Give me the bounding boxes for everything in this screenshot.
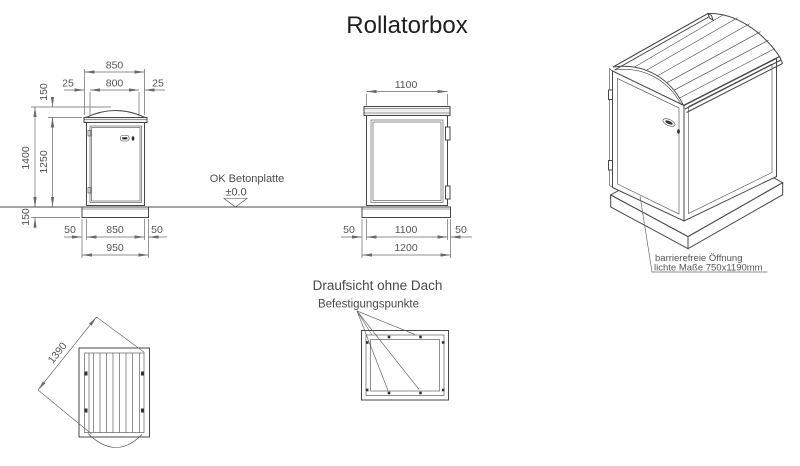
side-body	[366, 115, 448, 206]
roof-plan-outer	[78, 347, 150, 438]
side-hinge-top	[445, 126, 451, 141]
side-roof-slab	[363, 106, 451, 116]
datum-label: OK Betonplatte	[210, 173, 285, 185]
datum-symbol	[223, 198, 248, 208]
roof-plan-tick-2	[84, 408, 88, 413]
roof-plan-tick-3	[141, 371, 144, 376]
plan-view-sublabel: Befestigungspunkte	[318, 299, 419, 311]
iso-note-line1: barrierefreie Öffnung	[655, 253, 743, 264]
front-extension-lines	[31, 69, 149, 258]
dim-line-1390	[37, 316, 97, 391]
door-handle	[120, 135, 130, 142]
iso-hinge-bottom	[608, 160, 613, 171]
plan-view-heading: Draufsicht ohne Dach	[313, 278, 443, 293]
front-body	[86, 122, 145, 206]
roof-plan-panel-lines	[88, 353, 140, 433]
front-hinge-top	[87, 130, 92, 137]
roof-plan-extension-lines	[37, 316, 145, 435]
fixing-point	[365, 341, 369, 344]
front-roof-arc	[85, 110, 146, 118]
roof-plan-tick-1	[84, 371, 88, 376]
datum-annotation: OK Betonplatte ±0.0	[210, 173, 285, 208]
roof-plan-arc	[87, 433, 143, 448]
iso-door-handle	[662, 118, 676, 127]
dim-850-bottom: 850	[106, 224, 124, 236]
dim-1400: 1400	[20, 146, 32, 170]
dim-850-top: 850	[106, 60, 124, 72]
side-base-plate	[361, 206, 451, 218]
dim-150-roof: 150	[38, 83, 50, 101]
front-door-frame	[89, 125, 142, 203]
roof-plan-view: 1390	[37, 316, 150, 448]
side-extension-lines	[361, 94, 451, 258]
roof-plan-inner	[84, 352, 145, 433]
dim-50-right: 50	[151, 224, 163, 236]
dim-150-base: 150	[20, 208, 32, 226]
roof-plan-tick-4	[141, 408, 144, 413]
fixing-point	[419, 335, 422, 339]
dim-50-left-side: 50	[343, 224, 355, 236]
fixing-point	[365, 388, 369, 392]
front-base-plate	[81, 206, 149, 218]
fixing-point-leaders	[356, 310, 420, 391]
side-hinge-bottom	[445, 185, 451, 200]
fixing-points	[365, 335, 445, 395]
plan-outer-rect	[361, 330, 449, 401]
iso-roof-panel-lines	[614, 14, 775, 106]
side-roof-slab-lines	[364, 108, 450, 114]
iso-base-edge-line	[613, 183, 781, 237]
fixing-point	[387, 391, 391, 395]
front-roof-slab	[83, 117, 148, 123]
iso-door-lock	[677, 129, 680, 134]
fixing-point	[441, 388, 445, 392]
iso-left-post	[609, 67, 613, 189]
front-door-panel	[91, 127, 141, 202]
fixing-point	[387, 335, 391, 339]
dim-1100-top: 1100	[395, 79, 418, 91]
dim-1250: 1250	[38, 150, 50, 174]
fixing-point	[419, 391, 422, 395]
fixing-point	[441, 341, 445, 344]
plan-frame-inner	[370, 339, 440, 392]
iso-hinge-top	[608, 89, 613, 100]
page-title: Rollatorbox	[346, 12, 467, 39]
iso-note-line2: lichte Maße 750x1190mm	[654, 263, 763, 274]
dim-50-left: 50	[64, 224, 76, 236]
dim-50-right-side: 50	[455, 224, 467, 236]
side-panel-inner	[372, 121, 442, 201]
iso-door-frame	[617, 78, 680, 215]
iso-side-frame	[688, 63, 773, 214]
front-view: 850 25 800 25 150 1400 1250 150 50 850 5…	[20, 60, 167, 258]
iso-note-leader	[639, 195, 768, 273]
dim-1100-bottom: 1100	[395, 224, 418, 236]
side-panel-frame	[370, 119, 444, 203]
datum-value: ±0.0	[225, 187, 246, 199]
plan-view: Draufsicht ohne Dach Befestigungspunkte	[313, 278, 449, 401]
iso-door-handle-grip	[665, 120, 673, 125]
door-lock	[131, 136, 135, 141]
iso-roof-rails	[612, 12, 783, 113]
dim-1200: 1200	[394, 242, 418, 254]
plan-frame-outer	[365, 334, 445, 396]
dim-950: 950	[106, 242, 124, 254]
isometric-view: barrierefreie Öffnung lichte Maße 750x11…	[608, 12, 784, 274]
dim-25-right: 25	[152, 78, 164, 90]
dim-25-left: 25	[62, 78, 74, 90]
door-handle-grip	[122, 137, 128, 140]
dim-800: 800	[106, 78, 124, 90]
dim-1390: 1390	[46, 340, 70, 366]
front-hinge-bottom	[87, 187, 92, 194]
side-view: 1100 50 1100 50 1200	[341, 79, 472, 258]
